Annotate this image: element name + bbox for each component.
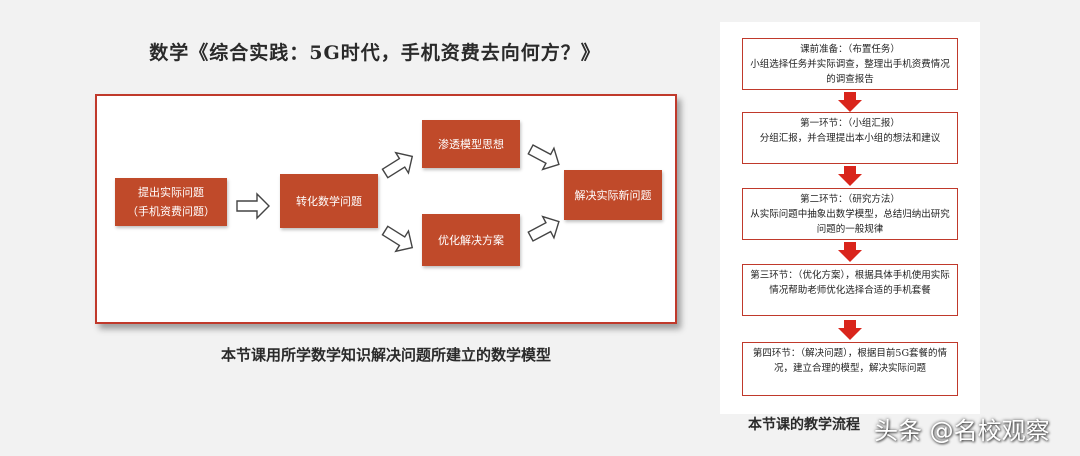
flow-step-body: 从实际问题中抽象出数学模型，总结归纳出研究问题的一般规律	[750, 209, 950, 235]
arrow-down-icon	[838, 92, 862, 112]
page-title: 数学《综合实践：5G时代，手机资费去向何方？》	[149, 42, 601, 64]
node-solve-new-problem: 解决实际新问题	[564, 170, 662, 220]
model-caption: 本节课用所学数学知识解决问题所建立的数学模型	[220, 346, 551, 364]
hollow-arrows	[236, 144, 560, 253]
flow-step-title: 第二环节：（研究方法）	[800, 194, 900, 205]
node-transform-math-label: 转化数学问题	[296, 194, 362, 208]
flow-step-prep: 课前准备：（布置任务） 小组选择任务并实际调查，整理出手机资费情况的调查报告	[742, 38, 958, 90]
node-propose-problem-line1: 提出实际问题	[138, 186, 204, 199]
flow-step-4: 第四环节：（解决问题），根据目前5G套餐的情况，建立合理的模型，解决实际问题	[742, 342, 958, 396]
arrow-up-right-icon	[527, 215, 560, 242]
node-optimize-solution-label: 优化解决方案	[438, 233, 504, 247]
teaching-flow-panel: 课前准备：（布置任务） 小组选择任务并实际调查，整理出手机资费情况的调查报告 第…	[720, 22, 980, 414]
arrow-up-right-icon	[381, 151, 414, 179]
node-transform-math: 转化数学问题	[280, 174, 378, 228]
arrow-down-right-icon	[381, 225, 414, 253]
arrow-down-right-icon	[527, 144, 560, 171]
flow-step-title: 课前准备：（布置任务）	[800, 44, 900, 55]
flow-caption: 本节课的教学流程	[748, 417, 860, 433]
node-model-thinking: 渗透模型思想	[422, 120, 520, 168]
arrow-right-icon	[236, 192, 270, 220]
node-propose-problem-line2: （手机资费问题）	[127, 205, 215, 218]
node-model-thinking-label: 渗透模型思想	[438, 137, 504, 151]
node-optimize-solution: 优化解决方案	[422, 214, 520, 266]
flow-step-title: 第一环节：（小组汇报）	[800, 118, 900, 129]
arrow-down-icon	[838, 166, 862, 186]
flow-step-3: 第三环节：（优化方案），根据具体手机使用实际情况帮助老师优化选择合适的手机套餐	[742, 264, 958, 316]
node-propose-problem: 提出实际问题 （手机资费问题）	[115, 178, 227, 226]
arrow-down-icon	[838, 320, 862, 340]
flow-step-2: 第二环节：（研究方法） 从实际问题中抽象出数学模型，总结归纳出研究问题的一般规律	[742, 188, 958, 240]
model-diagram-frame: 提出实际问题 （手机资费问题） 转化数学问题 渗透模型思想 优化解决方案 解决实…	[95, 94, 677, 324]
flow-step-body: 第四环节：（解决问题），根据目前5G套餐的情况，建立合理的模型，解决实际问题	[752, 348, 948, 374]
arrow-down-icon	[838, 242, 862, 262]
flow-step-body: 分组汇报，并合理提出本小组的想法和建议	[759, 133, 941, 144]
flow-step-body: 小组选择任务并实际调查，整理出手机资费情况的调查报告	[750, 59, 950, 85]
watermark: 头条 @名校观察	[874, 408, 1050, 448]
flow-step-body: 第三环节：（优化方案），根据具体手机使用实际情况帮助老师优化选择合适的手机套餐	[750, 270, 950, 296]
node-solve-new-problem-label: 解决实际新问题	[574, 188, 652, 202]
flow-step-1: 第一环节：（小组汇报） 分组汇报，并合理提出本小组的想法和建议	[742, 112, 958, 164]
watermark-text: 头条 @名校观察	[874, 416, 1050, 445]
